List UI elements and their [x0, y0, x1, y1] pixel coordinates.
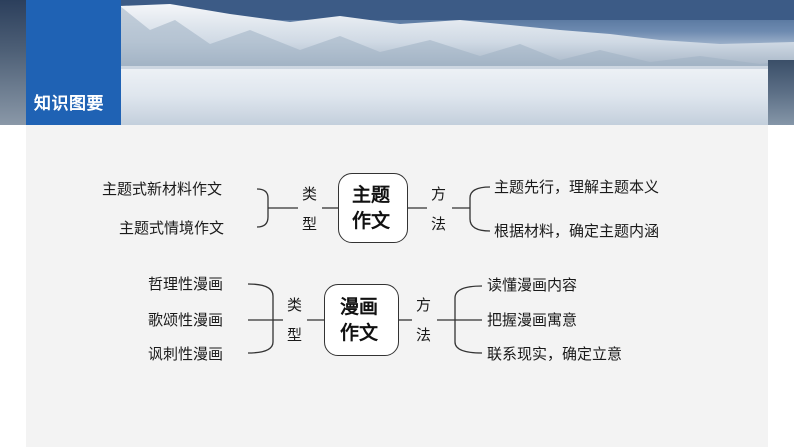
diagram1-center-line1: 主题 — [352, 184, 391, 206]
banner-right-edge — [768, 60, 794, 125]
section-title-box — [26, 0, 121, 125]
diagram2-left-item-1: 哲理性漫画 — [148, 275, 224, 293]
mountain-landscape-image — [0, 0, 794, 125]
diagram2-method-label-top: 方 — [416, 296, 432, 314]
diagram2-right-item-3: 联系现实，确定立意 — [487, 345, 623, 363]
diagram1-type-label-top: 类 — [302, 185, 318, 203]
diagram2-center-node: 漫画 作文 — [324, 284, 399, 356]
diagram2-method-label-bottom: 法 — [416, 326, 432, 344]
section-title: 知识图要 — [34, 94, 104, 114]
diagram2-right-item-2: 把握漫画寓意 — [487, 311, 578, 329]
diagram1-method-label-bottom: 法 — [431, 215, 447, 233]
diagram1-right-item-1: 主题先行，理解主题本义 — [494, 178, 660, 196]
diagram2-center-line2: 作文 — [340, 322, 379, 344]
diagram2-type-label-top: 类 — [287, 296, 303, 314]
diagram1-method-label-top: 方 — [431, 185, 447, 203]
diagram2-left-item-3: 讽刺性漫画 — [148, 345, 224, 363]
diagram1-center-line2: 作文 — [352, 210, 391, 232]
header-banner — [0, 0, 794, 125]
banner-left-edge — [0, 0, 26, 125]
diagram2-left-item-2: 歌颂性漫画 — [148, 311, 224, 329]
diagram1-center-node: 主题 作文 — [338, 173, 408, 243]
diagram2-center-line1: 漫画 — [340, 296, 379, 318]
diagram2-right-item-1: 读懂漫画内容 — [487, 276, 578, 294]
diagram1-right-item-2: 根据材料，确定主题内涵 — [494, 222, 660, 240]
diagram1-type-label-bottom: 型 — [302, 215, 318, 233]
diagram2-type-label-bottom: 型 — [287, 326, 303, 344]
diagram1-left-item-1: 主题式新材料作文 — [102, 180, 223, 198]
diagram1-left-item-2: 主题式情境作文 — [119, 219, 225, 237]
